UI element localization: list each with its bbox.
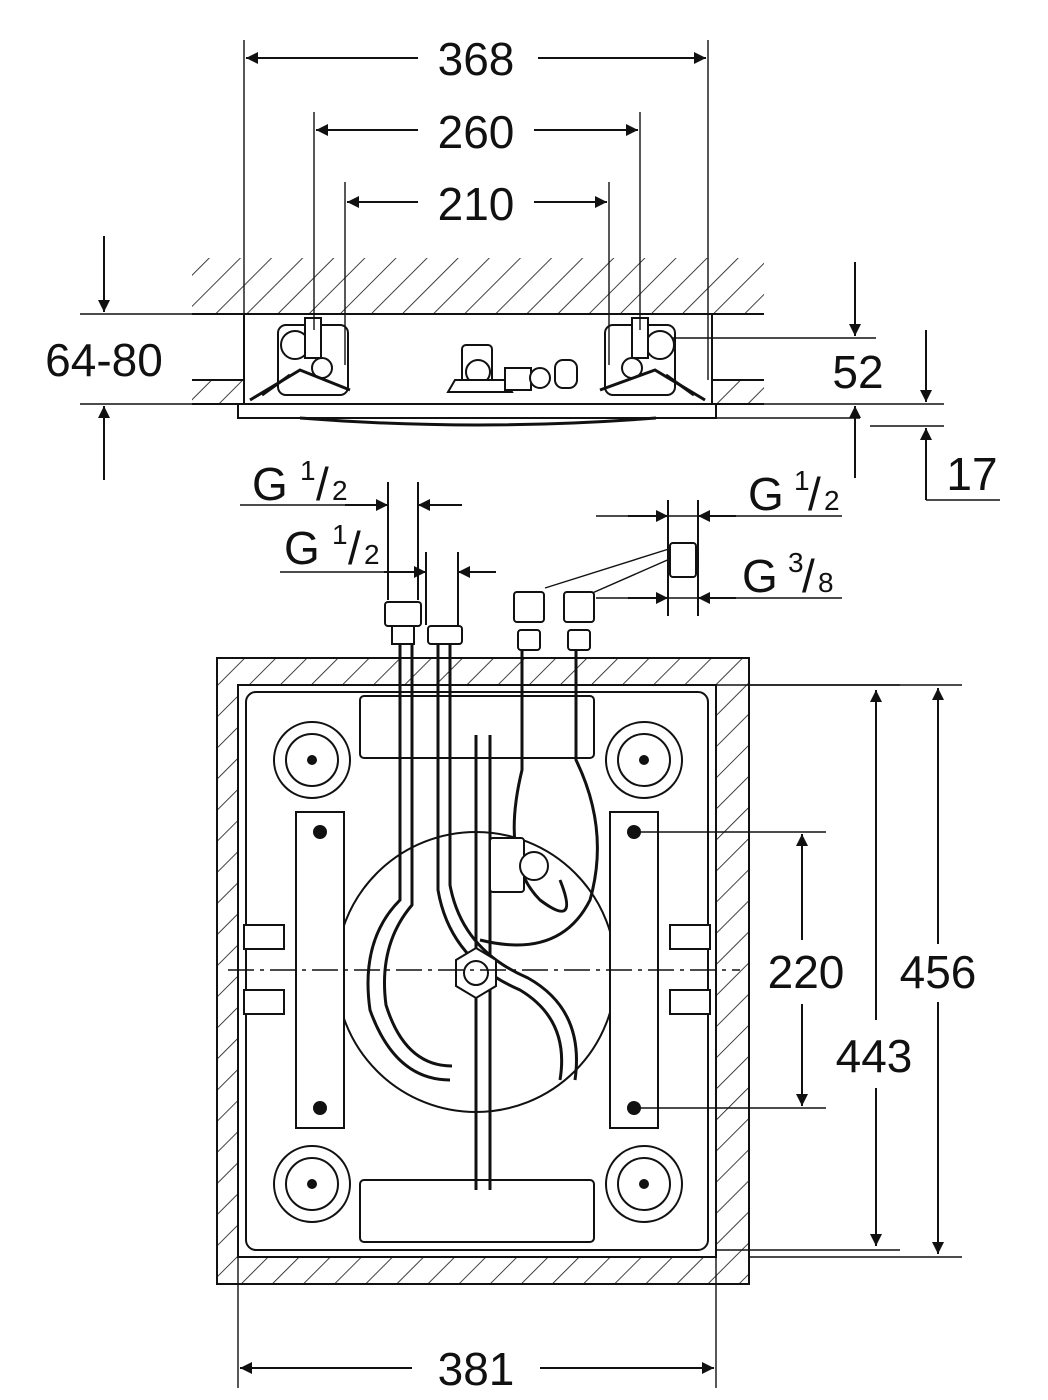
connection-labels: G 1 / 2 G 1 / 2 G 1 / 2	[240, 455, 842, 651]
dim-381: 381	[237, 1257, 717, 1395]
ceiling-section	[192, 258, 764, 314]
thread-g-half-c-den: 2	[824, 485, 840, 516]
corner-jet-br	[605, 1145, 683, 1223]
center-nut	[455, 946, 497, 1000]
thread-g-half-c-num: 1	[794, 465, 810, 496]
dim-443-label: 443	[836, 1030, 913, 1082]
dim-64-80: 64-80	[45, 236, 238, 480]
right-mount	[599, 317, 706, 402]
plan-view: 381 220 443 456	[216, 644, 977, 1395]
thread-g-half-b-num: 1	[332, 519, 348, 550]
thread-g-half-c-base: G	[748, 468, 784, 520]
dim-220-label: 220	[768, 946, 845, 998]
corner-jet-tl	[273, 721, 351, 799]
center-valve	[446, 344, 578, 393]
thread-g-half-a-base: G	[252, 458, 288, 510]
dim-52: 52	[672, 262, 944, 478]
thread-g-half-a: G 1 / 2	[240, 455, 462, 511]
dim-210: 210	[344, 178, 610, 365]
dim-64-80-label: 64-80	[45, 334, 163, 386]
thread-g-38-num: 3	[788, 547, 804, 578]
dim-210-label: 210	[438, 178, 515, 230]
cover-plate	[237, 403, 717, 419]
dim-381-label: 381	[438, 1343, 515, 1395]
dim-260: 260	[313, 106, 641, 330]
corner-jet-bl	[273, 1145, 351, 1223]
dim-220: 220	[634, 831, 845, 1109]
hoses	[366, 644, 599, 1190]
dim-260-label: 260	[438, 106, 515, 158]
svg-text:/: /	[316, 458, 329, 510]
side-clamps	[243, 924, 711, 1015]
fittings	[384, 591, 595, 651]
thread-g-half-c: G 1 / 2	[596, 465, 842, 522]
dim-368-label: 368	[438, 33, 515, 85]
thread-g-38-den: 8	[818, 567, 834, 598]
thread-g-half-a-num: 1	[300, 455, 316, 486]
dim-443: 443	[716, 684, 913, 1251]
svg-text:/: /	[348, 522, 361, 574]
thread-g-38-base: G	[742, 550, 778, 602]
thread-g-half-a-den: 2	[332, 475, 348, 506]
dim-368: 368	[243, 33, 709, 380]
dim-456: 456	[749, 684, 977, 1258]
svg-text:/: /	[802, 550, 815, 602]
pipe-stubs	[387, 482, 699, 625]
plaster-left	[192, 380, 244, 404]
thread-g-half-b-base: G	[284, 522, 320, 574]
dim-17: 17	[870, 330, 1000, 501]
dim-52-label: 52	[832, 346, 883, 398]
left-mount	[249, 317, 351, 402]
dim-456-label: 456	[900, 946, 977, 998]
thread-g-half-b: G 1 / 2	[280, 519, 496, 578]
corner-jet-tr	[605, 721, 683, 799]
top-view: 368 260 210 64-80	[45, 33, 1000, 501]
thread-g-three-eighths: G 3 / 8	[544, 547, 842, 604]
plaster-right	[712, 380, 764, 404]
svg-text:/: /	[808, 468, 821, 520]
dim-17-label: 17	[946, 448, 997, 500]
thread-g-half-b-den: 2	[364, 539, 380, 570]
